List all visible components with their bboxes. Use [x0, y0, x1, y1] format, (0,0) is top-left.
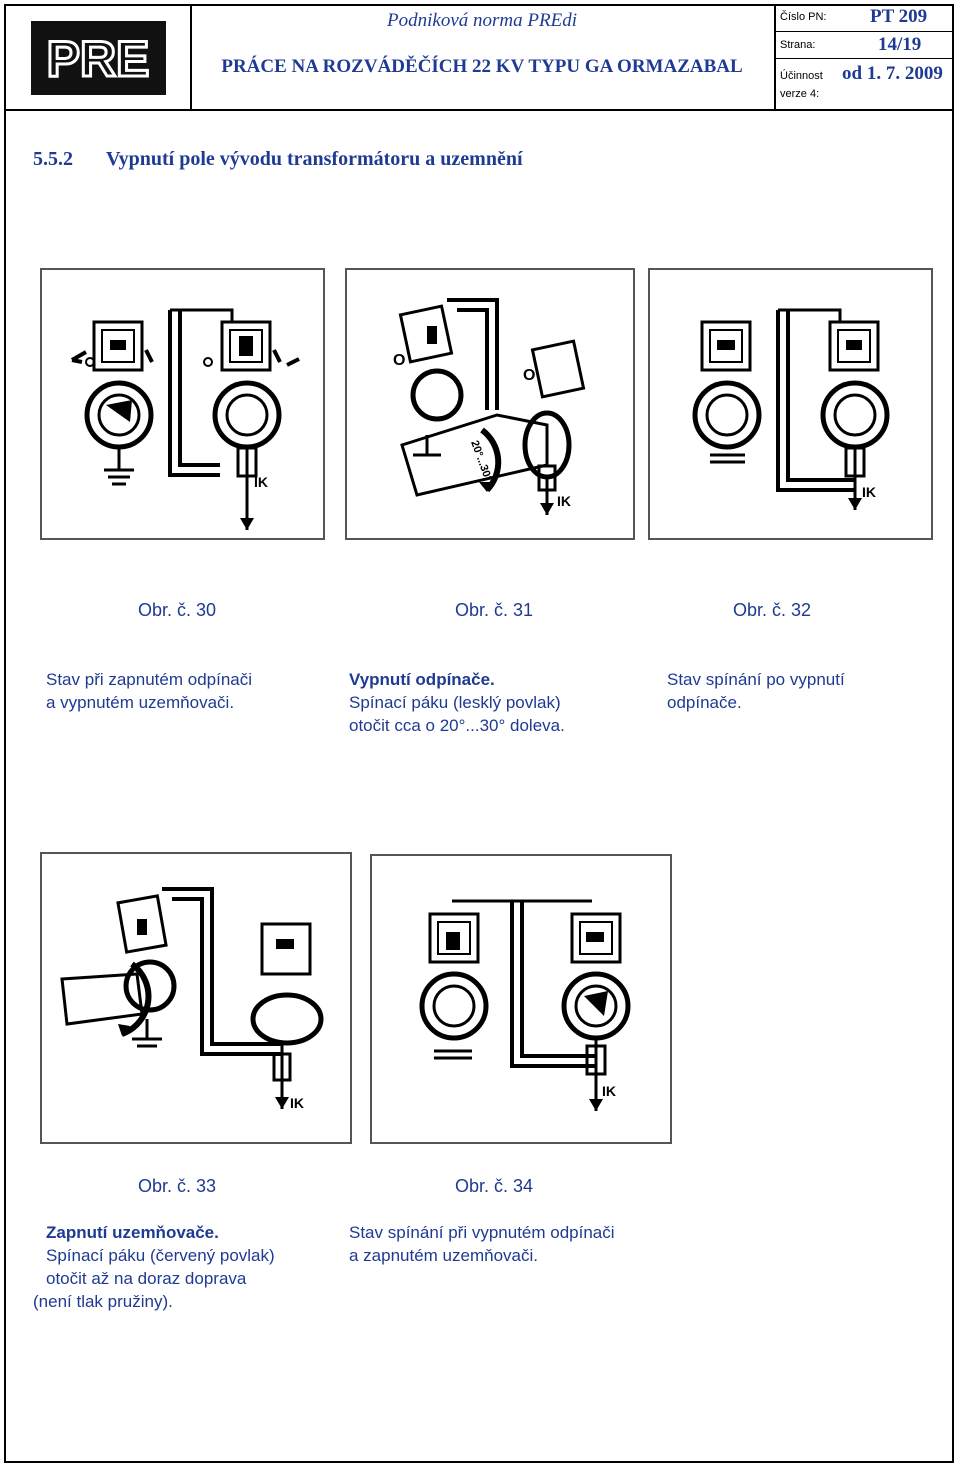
strana-label: Strana:	[780, 39, 816, 51]
caption-figure-30: Obr. č. 30	[138, 600, 217, 620]
svg-text:IK: IK	[862, 484, 876, 500]
figure-33-diagram: IK	[40, 852, 352, 1144]
document-title: PRÁCE NA ROZVÁDĚČÍCH 22 KV TYPU GA ORMAZ…	[221, 56, 743, 77]
svg-text:O: O	[523, 367, 535, 384]
description-line: a zapnutém uzemňovači.	[349, 1246, 538, 1265]
description-line: (není tlak pružiny).	[33, 1292, 173, 1311]
section-heading: 5.5.2 Vypnutí pole vývodu transformátoru…	[33, 148, 523, 171]
description-line: otočit cca o 20°...30° doleva.	[349, 716, 565, 735]
figure-34-diagram: IK	[370, 854, 672, 1144]
meta-cell: Číslo PN: PT 209 Strana: 14/19 Účinnost …	[774, 4, 952, 109]
description-line: odpínače.	[667, 693, 742, 712]
ucinnost-value: od 1. 7. 2009	[842, 63, 943, 84]
caption-figure-32: Obr. č. 32	[733, 600, 812, 620]
verze-label: verze 4:	[780, 88, 820, 100]
description-line: Spínací páku (lesklý povlak)	[349, 693, 561, 712]
svg-text:O: O	[393, 352, 405, 369]
description-line: a vypnutém uzemňovači.	[46, 693, 235, 712]
section-title: Vypnutí pole vývodu transformátoru a uze…	[106, 148, 523, 170]
description-line: Stav spínání po vypnutí	[667, 670, 845, 689]
svg-text:IK: IK	[557, 493, 571, 509]
description-line: Stav spínání při vypnutém odpínači	[349, 1223, 615, 1242]
svg-text:IK: IK	[290, 1095, 304, 1111]
caption-figure-33: Obr. č. 33	[138, 1176, 217, 1196]
svg-text:IK: IK	[602, 1083, 616, 1099]
meta-row-strana: Strana: 14/19	[774, 31, 952, 59]
description-figure-34: Stav spínání při vypnutém odpínači a zap…	[349, 1221, 615, 1267]
svg-text:PRE: PRE	[47, 31, 150, 87]
description-figure-33: Zapnutí uzemňovače. Spínací páku (červen…	[33, 1221, 275, 1313]
pre-logo: PRE	[31, 21, 166, 95]
norm-name: Podniková norma PREdi	[387, 10, 577, 31]
description-figure-31: Vypnutí odpínače. Spínací páku (lesklý p…	[349, 668, 565, 737]
figure-30-diagram: IK	[40, 268, 325, 540]
figure-32-diagram: IK	[648, 268, 933, 540]
description-line: otočit až na doraz doprava	[46, 1269, 247, 1288]
ucinnost-label: Účinnost	[780, 70, 823, 82]
figure-31-diagram: 20°...30° IK O O	[345, 268, 635, 540]
meta-row-ucinnost: Účinnost od 1. 7. 2009 verze 4:	[774, 58, 952, 109]
description-figure-32: Stav spínání po vypnutí odpínače.	[667, 668, 845, 714]
description-line: Spínací páku (červený povlak)	[46, 1246, 275, 1265]
description-bold: Zapnutí uzemňovače.	[46, 1223, 219, 1242]
cislo-value: PT 209	[870, 6, 928, 27]
logo-cell: PRE	[4, 4, 192, 109]
caption-figure-31: Obr. č. 31	[455, 600, 534, 620]
meta-row-cislo: Číslo PN: PT 209	[774, 4, 952, 32]
svg-text:IK: IK	[254, 474, 268, 490]
caption-figure-34: Obr. č. 34	[455, 1176, 534, 1196]
cislo-label: Číslo PN:	[780, 11, 827, 23]
description-figure-30: Stav při zapnutém odpínači a vypnutém uz…	[46, 668, 252, 714]
page-frame	[4, 4, 954, 1463]
document-header: PRE Podniková norma PREdi PRÁCE NA ROZVÁ…	[4, 4, 954, 111]
section-number: 5.5.2	[33, 148, 73, 170]
description-line: Stav při zapnutém odpínači	[46, 670, 253, 689]
svg-text:20°...30°: 20°...30°	[468, 439, 494, 483]
description-bold: Vypnutí odpínače.	[349, 670, 495, 689]
title-cell: Podniková norma PREdi PRÁCE NA ROZVÁDĚČÍ…	[190, 4, 776, 109]
strana-value: 14/19	[878, 34, 922, 55]
